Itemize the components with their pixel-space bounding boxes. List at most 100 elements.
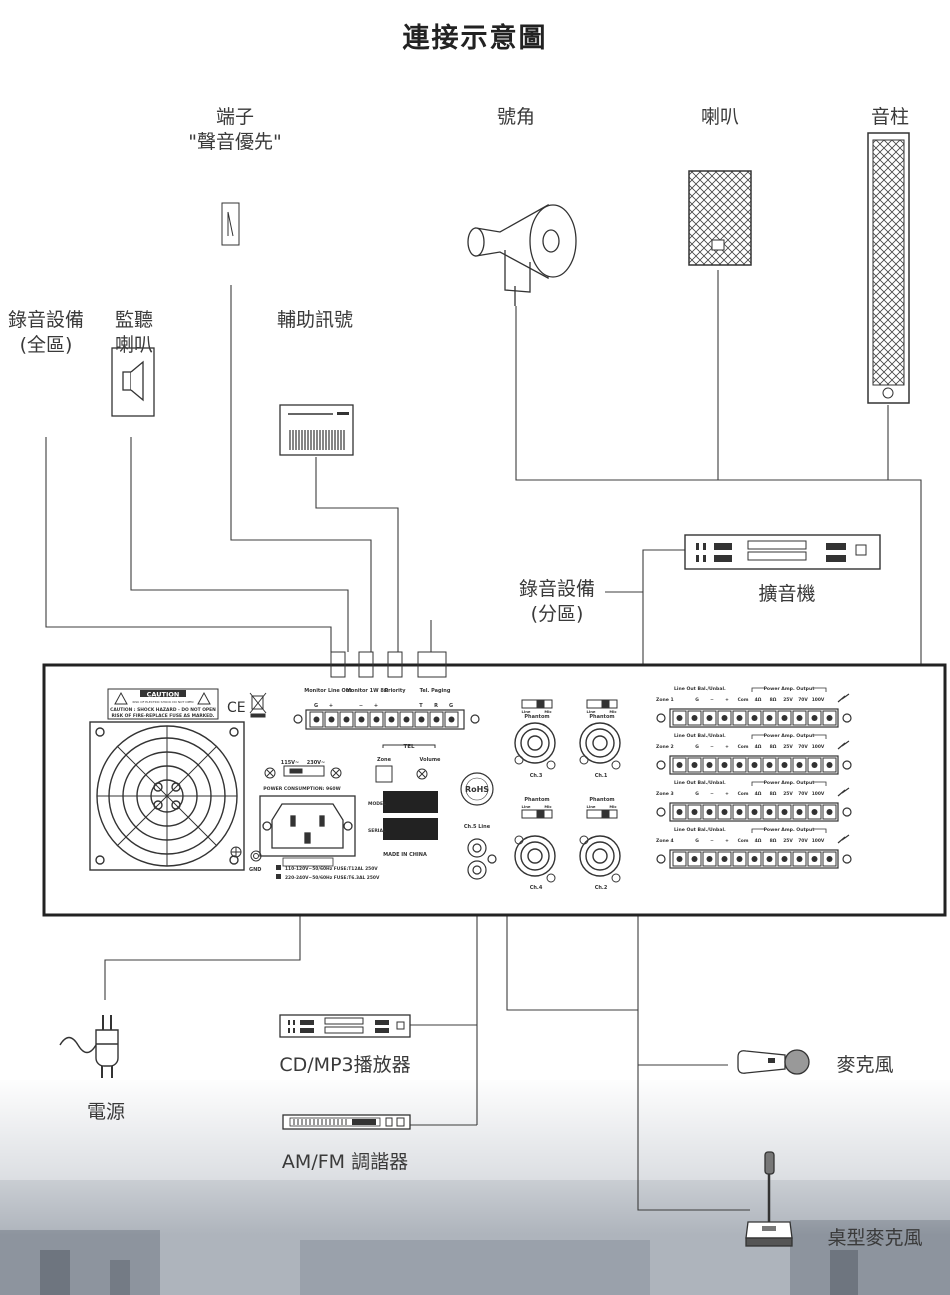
v115-label: 115V~	[281, 760, 300, 766]
column-speaker-icon	[867, 132, 910, 404]
mic-label-ch2: Mic	[609, 804, 616, 809]
rohs-label: RoHS	[465, 785, 489, 794]
zone1-pin-plus: +	[725, 697, 729, 703]
zone4-pin-minus: −	[710, 839, 714, 844]
recording-zone-line1: 錄音設備	[518, 578, 595, 600]
terminal-screw	[691, 715, 698, 721]
mount-hole	[656, 807, 666, 817]
phantom-label-ch2: Phantom	[589, 797, 614, 803]
line-label-ch2: Line	[587, 804, 596, 809]
terminal-screw	[796, 762, 803, 768]
terminal-screw	[811, 715, 818, 721]
fuse-holder	[282, 857, 334, 867]
caution-text-line1: CAUTION : SHOCK HAZARD - DO NOT OPEN	[110, 707, 216, 713]
desk-microphone-icon	[745, 1151, 793, 1247]
zone-label-3: Zone 3	[656, 791, 674, 797]
recording-all-line2: (全區)	[19, 333, 73, 356]
zone3-pin-com: Com	[738, 791, 749, 797]
terminal-screw	[706, 715, 713, 721]
terminal-screw	[826, 715, 833, 721]
caution-title: CAUTION	[147, 691, 180, 699]
zone1-pin-v100: 100V	[812, 697, 825, 703]
mount-hole	[842, 760, 852, 770]
zone4-pin-plus: +	[725, 838, 729, 844]
recording-all-line1: 錄音設備	[7, 309, 84, 331]
zone4-pin-g: G	[695, 838, 699, 844]
zone3-pin-g: G	[695, 791, 699, 797]
terminal-screw	[691, 809, 698, 815]
cd-mp3-label: CD/MP3播放器	[279, 1054, 411, 1076]
zone-block-2: Line Out Bal./Unbal.Power Amp. OutputZon…	[656, 733, 852, 775]
column-speaker-label: 音柱	[870, 106, 909, 128]
terminal-screw	[751, 809, 758, 815]
terminal-screw	[826, 762, 833, 768]
zone4-pin-v70: 70V	[798, 838, 808, 844]
mount-hole	[842, 807, 852, 817]
terminal-screw	[736, 809, 743, 815]
zone3-pin-v70: 70V	[798, 791, 808, 797]
terminal-screw	[676, 856, 683, 862]
tel-paging-label: Tel. Paging	[420, 688, 451, 694]
power-amp-bracket-3	[751, 781, 827, 786]
terminal-screw	[706, 809, 713, 815]
zone-block-3: Line Out Bal./Unbal.Power Amp. OutputZon…	[656, 780, 852, 822]
mount-hole	[656, 760, 666, 770]
recording-all-label: 錄音設備 (全區)	[0, 308, 92, 357]
mount-hole	[842, 713, 852, 723]
phantom-label-ch1: Phantom	[589, 714, 614, 720]
terminal-screw	[706, 856, 713, 862]
phantom-label-ch4: Phantom	[524, 797, 549, 803]
zone-block-4: Line Out Bal./Unbal.Power Amp. OutputZon…	[656, 827, 852, 869]
zone2-pin-v25: 25V	[783, 744, 793, 750]
terminal-screw	[766, 762, 773, 768]
mount-hole	[656, 854, 666, 864]
zone2-pin-com: Com	[738, 744, 749, 750]
ch2-label: Ch.2	[595, 885, 608, 891]
terminal-label-line1: 端子	[215, 106, 254, 128]
zone1-pin-minus: −	[710, 698, 714, 703]
mic-label-ch3: Mic	[544, 709, 551, 714]
ch1-label: Ch.1	[595, 773, 608, 779]
terminal-label: 端子 "聲音優先"	[180, 105, 290, 154]
tuner-label: AM/FM 調諧器	[281, 1151, 409, 1173]
lineout-bal-label-4: Line Out Bal./Unbal.	[674, 827, 726, 833]
lineout-bal-label-1: Line Out Bal./Unbal.	[674, 686, 726, 692]
mic-label-ch4: Mic	[544, 804, 551, 809]
pin-minus-2: −	[359, 703, 363, 709]
zone3-pin-minus: −	[710, 792, 714, 797]
terminal-screw	[826, 856, 833, 862]
lineout-bal-label-3: Line Out Bal./Unbal.	[674, 780, 726, 786]
monitor-lineout-label: Monitor Line Out	[304, 688, 352, 694]
priority-label: Priority	[384, 688, 406, 694]
line-label-ch4: Line	[522, 804, 531, 809]
tel-label: TEL	[403, 744, 415, 750]
terminal-screw	[766, 809, 773, 815]
hazard-bolt-icon	[837, 834, 850, 844]
zone-label-2: Zone 2	[656, 744, 674, 750]
caution-text-line2: RISK OF FIRE-REPLACE FUSE AS MARKED.	[112, 713, 215, 719]
terminal-screw	[736, 762, 743, 768]
terminal-screw	[721, 715, 728, 721]
zone4-pin-v25: 25V	[783, 838, 793, 844]
terminal-screw	[676, 762, 683, 768]
terminal-screw	[811, 856, 818, 862]
power-amp-output-label-2: Power Amp. Output	[764, 733, 816, 739]
zone4-pin-z4ohm: 4Ω	[755, 838, 762, 844]
terminal-screw	[676, 715, 683, 721]
terminal-label-line2: "聲音優先"	[188, 130, 282, 153]
zone3-pin-plus: +	[725, 791, 729, 797]
recording-zone-line2: (分區)	[530, 602, 584, 625]
speaker-box-icon	[688, 170, 752, 266]
horn-speaker-icon	[467, 203, 577, 306]
pin-plus-2: +	[374, 703, 378, 709]
voltage-selector	[264, 765, 342, 779]
zone2-pin-z8ohm: 8Ω	[770, 744, 777, 750]
terminal-screw	[751, 715, 758, 721]
zone-outputs: Line Out Bal./Unbal. Power Amp. OutputZon…	[656, 686, 852, 869]
ce-mark: CE	[227, 700, 246, 716]
v230-label: 230V~	[307, 760, 326, 766]
power-amp-output-label-1: Power Amp. Output	[764, 686, 816, 692]
zone4-pin-z8ohm: 8Ω	[770, 838, 777, 844]
monitor-speaker-line2: 喇叭	[114, 333, 153, 356]
zone-label: Zone	[377, 757, 392, 763]
